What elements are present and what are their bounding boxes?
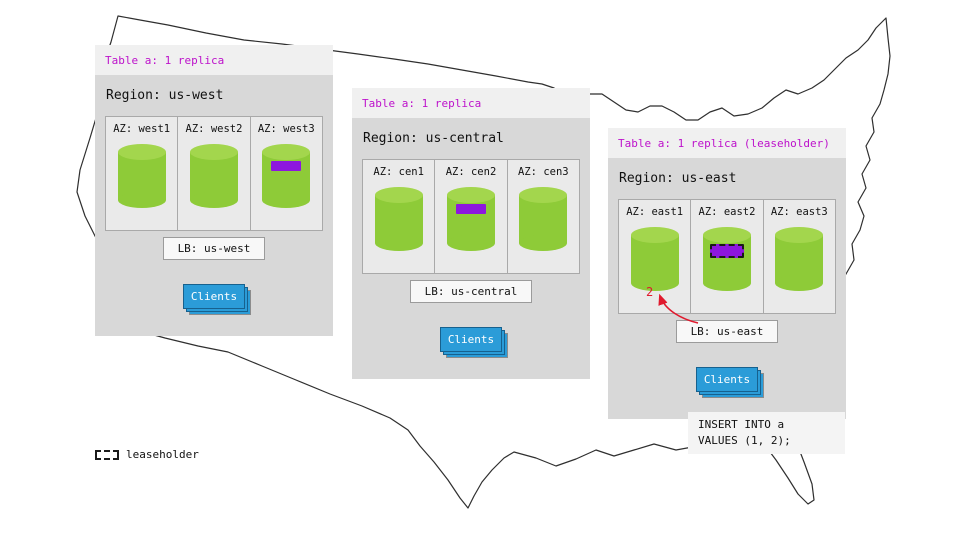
region-title: Region: us-central	[363, 131, 504, 146]
database-cylinder	[374, 187, 423, 251]
az-box-cen3: AZ: cen3	[506, 159, 580, 274]
cylinder-bottom	[374, 235, 423, 251]
az-box-east1: AZ: east1	[618, 199, 692, 314]
load-balancer-box: LB: us-west	[162, 237, 266, 260]
database-cylinder	[519, 187, 568, 251]
cylinder-top	[702, 227, 751, 243]
table-replica-label: Table a: 1 replica (leaseholder)	[618, 137, 830, 150]
table-replica-label: Table a: 1 replica	[362, 97, 482, 110]
cylinder-bottom	[775, 275, 824, 291]
step-label: 2	[646, 285, 654, 299]
region-panel-us-central: Table a: 1 replica Region: us-central AZ…	[352, 88, 590, 379]
az-label: AZ: cen1	[373, 166, 424, 178]
region-panel-us-east: Table a: 1 replica (leaseholder) Region:…	[608, 128, 846, 419]
sql-line-1: INSERT INTO a	[698, 418, 785, 431]
az-label: AZ: west3	[257, 123, 315, 135]
load-balancer-box: LB: us-central	[409, 280, 533, 303]
sql-query-box: INSERT INTO a VALUES (1, 2);	[688, 412, 845, 454]
cylinder-bottom	[189, 192, 238, 208]
cylinder-bottom	[117, 192, 166, 208]
az-box-cen2: AZ: cen2	[434, 159, 508, 274]
az-box-cen1: AZ: cen1	[362, 159, 436, 274]
az-row: AZ: west1 AZ: west2 AZ	[105, 116, 323, 231]
region-panel-body: Region: us-east AZ: east1 AZ: east2	[608, 158, 846, 419]
region-panel-us-west: Table a: 1 replica Region: us-west AZ: w…	[95, 45, 333, 336]
az-label: AZ: west2	[185, 123, 243, 135]
cylinder-bottom	[519, 235, 568, 251]
table-replica-header: Table a: 1 replica	[352, 88, 590, 118]
database-cylinder	[446, 187, 495, 251]
region-title: Region: us-west	[106, 88, 224, 103]
az-label: AZ: east3	[770, 206, 828, 218]
az-box-west1: AZ: west1	[105, 116, 179, 231]
cylinder-bottom	[702, 275, 751, 291]
cylinder-top	[262, 144, 311, 160]
database-cylinder	[630, 227, 679, 291]
region-panel-body: Region: us-west AZ: west1 AZ: west2	[95, 75, 333, 336]
az-label: AZ: cen3	[518, 166, 569, 178]
leaseholder-legend-swatch	[95, 449, 119, 460]
table-replica-header: Table a: 1 replica	[95, 45, 333, 75]
az-box-east3: AZ: east3	[762, 199, 836, 314]
clients-box: Clients	[183, 284, 245, 309]
cylinder-top	[117, 144, 166, 160]
az-box-west2: AZ: west2	[177, 116, 251, 231]
clients-box: Clients	[696, 367, 758, 392]
region-title: Region: us-east	[619, 171, 737, 186]
table-replica-label: Table a: 1 replica	[105, 54, 225, 67]
database-cylinder	[117, 144, 166, 208]
cylinder-bottom	[262, 192, 311, 208]
clients-box: Clients	[440, 327, 502, 352]
cylinder-bottom	[630, 275, 679, 291]
az-box-west3: AZ: west3	[249, 116, 323, 231]
az-label: AZ: east2	[698, 206, 756, 218]
leaseholder-marker	[709, 244, 744, 258]
database-cylinder	[262, 144, 311, 208]
database-cylinder	[702, 227, 751, 291]
az-label: AZ: east1	[626, 206, 684, 218]
cylinder-top	[519, 187, 568, 203]
table-replica-header: Table a: 1 replica (leaseholder)	[608, 128, 846, 158]
cylinder-top	[630, 227, 679, 243]
az-row: AZ: cen1 AZ: cen2	[362, 159, 580, 274]
load-balancer-box: LB: us-east	[675, 320, 779, 343]
replica-marker	[271, 161, 302, 171]
az-label: AZ: west1	[113, 123, 171, 135]
cylinder-top	[446, 187, 495, 203]
cylinder-bottom	[446, 235, 495, 251]
az-row: AZ: east1 AZ: east2	[618, 199, 836, 314]
az-label: AZ: cen2	[445, 166, 497, 178]
legend-label: leaseholder	[126, 448, 199, 461]
database-cylinder	[775, 227, 824, 291]
cylinder-top	[775, 227, 824, 243]
replica-marker	[455, 204, 486, 214]
legend: leaseholder	[95, 448, 199, 461]
region-panel-body: Region: us-central AZ: cen1 AZ: cen2	[352, 118, 590, 379]
sql-line-2: VALUES (1, 2);	[698, 434, 791, 447]
az-box-east2: AZ: east2	[690, 199, 764, 314]
cylinder-top	[189, 144, 238, 160]
cylinder-top	[374, 187, 423, 203]
database-cylinder	[189, 144, 238, 208]
